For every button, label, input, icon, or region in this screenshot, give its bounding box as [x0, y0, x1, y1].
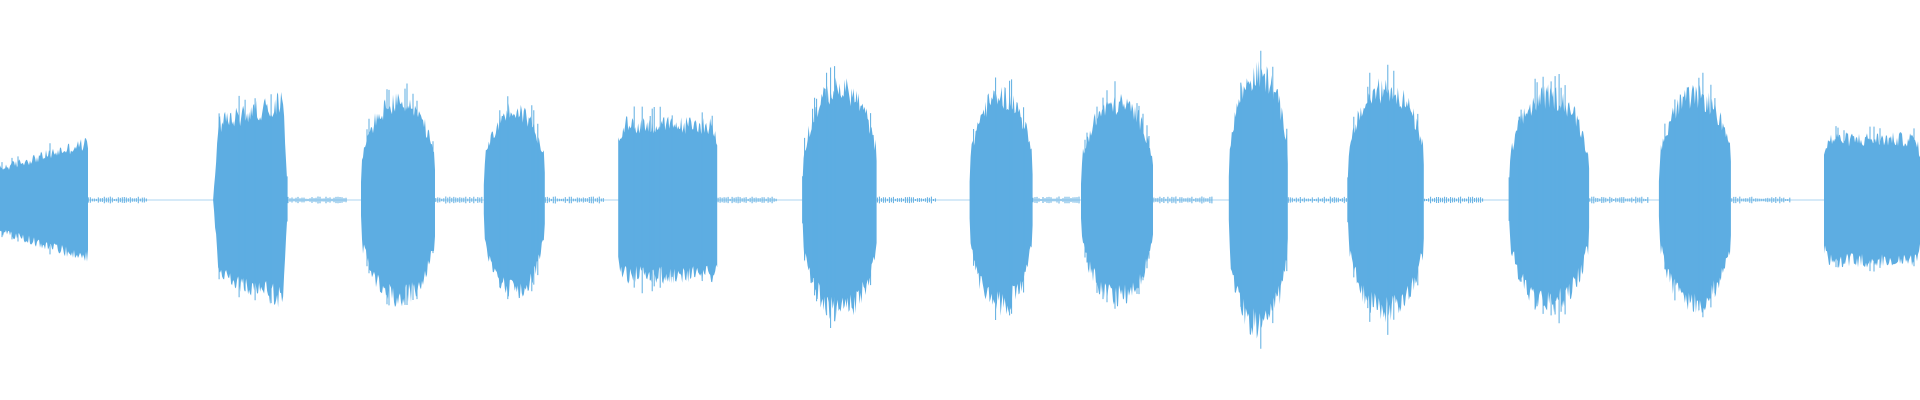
waveform-segment-5	[618, 116, 718, 284]
waveform-tail-9	[1287, 196, 1347, 204]
waveform-spikes-1	[1, 143, 51, 255]
waveform-tail-2	[287, 196, 347, 204]
waveform-segment-4	[483, 103, 545, 299]
waveform-spikes-2	[218, 94, 288, 304]
waveform-segment-9	[1228, 60, 1288, 339]
waveform-tail-10	[1424, 196, 1484, 204]
waveform-segments	[0, 50, 1920, 349]
waveform-spikes-11	[1508, 74, 1566, 324]
waveform-spikes-6	[802, 66, 872, 328]
waveform-segment-1	[0, 138, 88, 262]
waveform-tail-11	[1589, 196, 1649, 204]
waveform-spikes-4	[499, 96, 539, 300]
waveform-tail-6	[876, 196, 936, 204]
waveform-tail-5	[717, 196, 777, 204]
waveform-tail-7	[1032, 196, 1080, 204]
waveform-segment-13	[1824, 132, 1920, 268]
waveform-segment-10	[1347, 78, 1424, 323]
waveform-tail-12	[1731, 196, 1791, 204]
waveform-spikes-5	[633, 106, 713, 294]
waveform-segment-7	[969, 87, 1033, 316]
waveform-spikes-9	[1240, 50, 1288, 349]
waveform-spikes-10	[1347, 64, 1419, 335]
waveform-spikes-7	[973, 77, 1025, 320]
waveform-segment-3	[361, 93, 435, 307]
waveform-segment-11	[1509, 84, 1590, 313]
waveform-segment-6	[802, 77, 877, 322]
waveform-tail-4	[544, 196, 604, 204]
waveform-spikes-12	[1664, 72, 1716, 318]
waveform-tail-8	[1153, 196, 1213, 204]
waveform-segment-8	[1081, 93, 1153, 307]
waveform-segment-2	[213, 92, 288, 308]
waveform-spikes-13	[1835, 126, 1915, 272]
waveform-segment-12	[1658, 84, 1731, 313]
waveform-spikes-3	[366, 83, 434, 306]
waveform-tail-1	[87, 196, 147, 204]
waveform-spikes-8	[1084, 81, 1150, 309]
waveform-tail-3	[435, 196, 483, 204]
